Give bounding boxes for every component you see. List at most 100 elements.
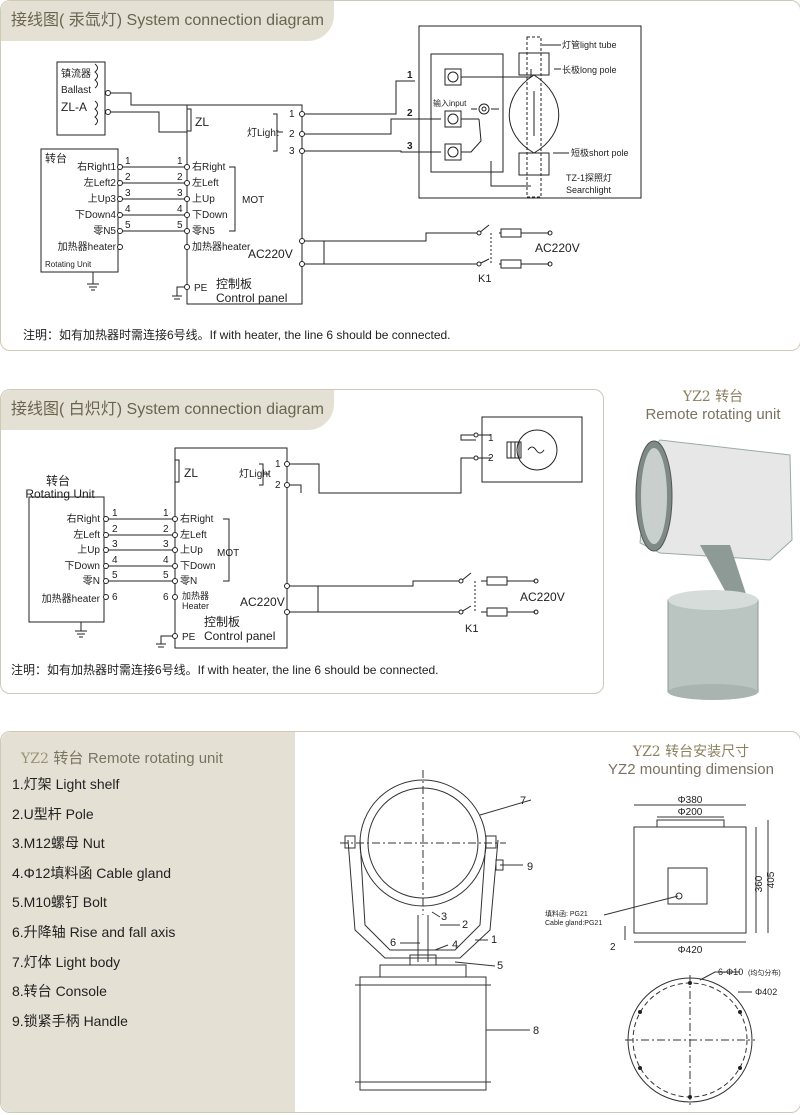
wire-number: 1 xyxy=(177,156,183,167)
ac-input-label: AC220V xyxy=(240,595,285,609)
wire-number: 5 xyxy=(125,220,131,231)
light-pin: 2 xyxy=(275,480,281,491)
bulb-pin: 1 xyxy=(488,433,494,444)
ballast-label-en: Ballast xyxy=(61,85,91,96)
heater-label-cn: 加热器 xyxy=(182,590,209,601)
mot-label: MOT xyxy=(217,548,239,559)
wire-number: 3 xyxy=(125,188,131,199)
parts-list-column xyxy=(1,732,295,1112)
light-pin: 1 xyxy=(289,109,295,120)
ac-input-label: AC220V xyxy=(248,247,293,261)
panel3-title: YZ2 转台 Remote rotating unit xyxy=(21,747,223,768)
part-item: 2.U型杆 Pole xyxy=(12,805,94,822)
rot-pin-label: 上Up xyxy=(77,544,100,556)
searchlight-illustration xyxy=(635,439,793,700)
cp-pin-label: 下Down xyxy=(192,210,228,221)
heater-note: 注明：如有加热器时需连接6号线。If with heater, the line… xyxy=(23,328,451,342)
panel-title: 接线图( 白炽灯) System connection diagram xyxy=(1,390,334,430)
wire-number: 4 xyxy=(112,555,118,566)
light-tube-label: 灯管light tube xyxy=(562,39,617,50)
panel3-title-en: Remote rotating unit xyxy=(87,750,223,767)
cp-pin-label: 上Up xyxy=(192,193,215,205)
wire-number: 4 xyxy=(177,204,183,215)
panel-title: 接线图( 汞氙灯) System connection diagram xyxy=(1,1,334,41)
k1-label: K1 xyxy=(465,623,478,635)
wire-number: 1 xyxy=(407,70,413,81)
wire-number: 2 xyxy=(112,524,118,535)
ac-output-label: AC220V xyxy=(520,590,565,604)
part-item: 9.锁紧手柄 Handle xyxy=(12,1012,128,1029)
cp-pin-label: 右Right xyxy=(180,512,214,525)
input-label: 输入input xyxy=(433,98,467,108)
wire-number: 3 xyxy=(177,188,183,199)
panel3-title-cn: 转台 xyxy=(53,750,84,767)
rot-pin-label: 加热器heater xyxy=(42,592,101,605)
wire-number: 3 xyxy=(112,539,118,550)
cp-pin-label: 左Left xyxy=(180,528,207,541)
ac-output-label: AC220V xyxy=(535,241,580,255)
searchlight-label-en: Searchlight xyxy=(566,185,612,195)
wire-number: 2 xyxy=(407,108,413,119)
zl-label: ZL xyxy=(184,466,198,480)
photo-title-en: Remote rotating unit xyxy=(645,406,781,423)
mot-label: MOT xyxy=(242,195,264,206)
wire-number: 6 xyxy=(112,592,118,603)
light-label: 灯Light xyxy=(247,127,279,139)
rotating-unit-label-cn: 转台 xyxy=(45,151,67,165)
light-label: 灯Light xyxy=(239,468,271,480)
wire-number: 1 xyxy=(112,508,118,519)
part-item: 4.Φ12填料函 Cable gland xyxy=(12,864,172,881)
part-item: 8.转台 Console xyxy=(12,983,107,1000)
cp-pin-label: 零N5 xyxy=(192,225,215,237)
wire-number: 4 xyxy=(125,204,131,215)
wire-number: 4 xyxy=(163,555,169,566)
cp-pin-label: 下Down xyxy=(180,561,216,572)
wire-number: 1 xyxy=(125,156,131,167)
control-panel-label-en: Control panel xyxy=(204,629,275,643)
rotating-unit-label-cn: 转台 xyxy=(46,473,70,488)
cp-pin-label: 右Right xyxy=(192,160,226,173)
light-pin: 1 xyxy=(275,459,281,470)
wire-number: 5 xyxy=(177,220,183,231)
zl-label: ZL xyxy=(195,115,209,129)
wire-number: 2 xyxy=(125,172,131,183)
bulb-pin: 2 xyxy=(488,453,494,464)
photo-title: YZ2 转台 Remote rotating unit xyxy=(618,386,800,423)
rot-pin-label: 零N5 xyxy=(93,225,116,237)
rot-pin-label: 加热器heater xyxy=(58,240,117,253)
wire-number: 2 xyxy=(177,172,183,183)
parts-list: 1.灯架 Light shelf 2.U型杆 Pole 3.M12螺母 Nut … xyxy=(12,770,175,1036)
control-panel-label-en: Control panel xyxy=(216,291,287,305)
wire-number: 2 xyxy=(163,524,169,535)
searchlight-label-cn: TZ-1探照灯 xyxy=(566,172,612,183)
mount-title-cn: YZ2 转台安装尺寸 xyxy=(632,744,750,760)
control-panel-label-cn: 控制板 xyxy=(216,277,252,291)
panel3-title-model: YZ2 xyxy=(21,751,49,767)
heater-note: 注明：如有加热器时需连接6号线。If with heater, the line… xyxy=(11,663,439,677)
diagram-panel-mercury-xenon: 接线图( 汞氙灯) System connection diagram xyxy=(0,0,800,351)
wiring-diagram-2: 转台 Rotating Unit 右Right 左Left 上Up 下Down … xyxy=(25,416,583,649)
part-item: 1.灯架 Light shelf xyxy=(12,776,120,792)
rot-pin-label: 左Left xyxy=(73,528,100,541)
part-item: 3.M12螺母 Nut xyxy=(12,835,105,852)
k1-label: K1 xyxy=(478,273,491,285)
rotating-unit-label-en: Rotating Unit xyxy=(45,260,92,269)
wire-number: 3 xyxy=(163,539,169,550)
wire-number: 6 xyxy=(163,592,169,603)
wire-number: 5 xyxy=(163,570,169,581)
photo-title-cn: YZ2 转台 xyxy=(682,389,744,405)
part-item: 5.M10螺钉 Bolt xyxy=(12,894,107,911)
short-pole-label: 短极short pole xyxy=(571,147,629,158)
rot-pin-label: 下Down4 xyxy=(75,210,117,221)
rot-pin-label: 下Down xyxy=(64,561,100,572)
rot-pin-label: 左Left2 xyxy=(84,176,117,189)
heater-label-en: Heater xyxy=(182,601,209,611)
rot-pin-label: 零N xyxy=(83,575,100,587)
wire-number: 5 xyxy=(112,570,118,581)
cp-pin-label: 左Left xyxy=(192,176,219,189)
part-item: 6.升降轴 Rise and fall axis xyxy=(12,923,176,940)
mount-title-en: YZ2 mounting dimension xyxy=(608,761,774,778)
light-pin: 3 xyxy=(289,146,295,157)
rot-pin-label: 右Right1 xyxy=(77,160,116,173)
pe-label: PE xyxy=(194,283,208,294)
